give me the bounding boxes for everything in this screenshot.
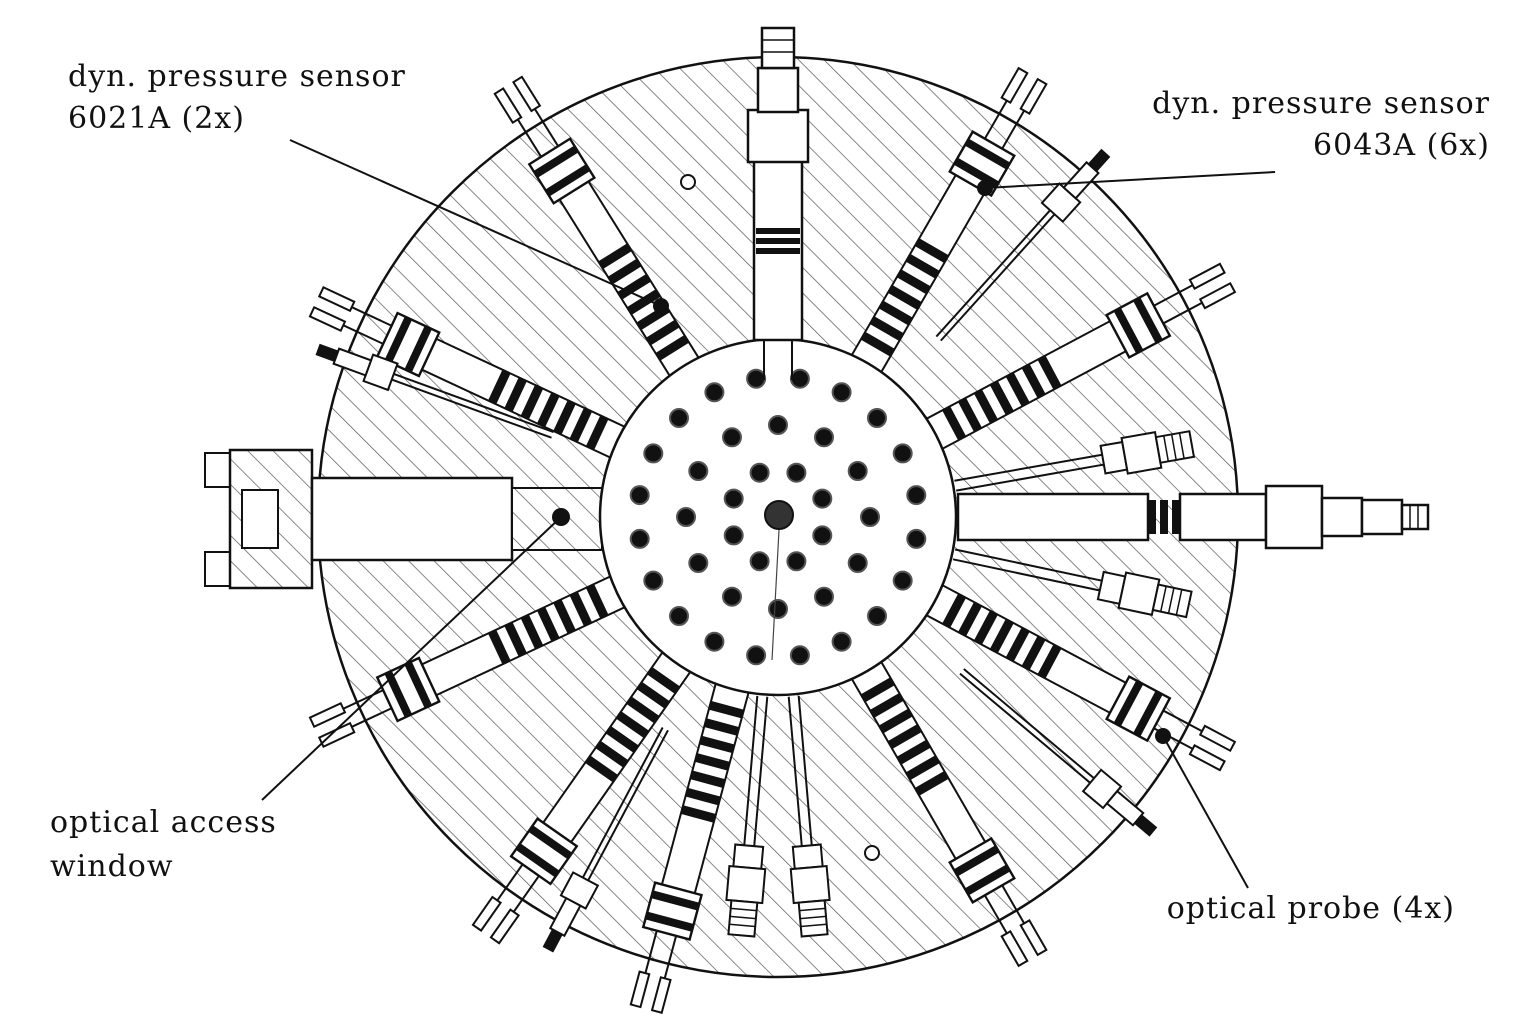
- injector-hole: [704, 382, 725, 403]
- injector-hole: [768, 415, 788, 435]
- label-window-line1: optical access: [50, 805, 277, 840]
- injector-hole: [892, 570, 913, 591]
- injector-hole: [906, 528, 927, 549]
- injector-face: [598, 337, 958, 697]
- injector-hole: [831, 382, 852, 403]
- center-injector: [764, 500, 794, 530]
- injector-hole: [746, 645, 767, 666]
- injector-hole: [688, 461, 709, 481]
- injector-hole: [812, 488, 833, 509]
- label-6021a-line1: dyn. pressure sensor: [68, 59, 406, 94]
- injector-holes: [629, 368, 927, 666]
- injector-hole: [892, 443, 913, 464]
- label-optical-probe: optical probe (4x): [1167, 891, 1455, 926]
- injector-hole: [669, 606, 689, 626]
- marker-dot-probe: [1155, 728, 1171, 744]
- label-optical-window: optical access window: [50, 805, 277, 884]
- injector-hole: [814, 586, 834, 607]
- injector-hole: [768, 599, 788, 619]
- injector-hole: [676, 507, 696, 527]
- injector-hole: [749, 551, 770, 572]
- leader-line-6021a: [289, 139, 662, 307]
- injector-hole: [688, 553, 709, 573]
- injector-hole: [812, 525, 833, 546]
- mounting-hole: [680, 174, 696, 190]
- marker-dot-6021a: [653, 298, 669, 314]
- right-fitting: [956, 484, 1430, 550]
- injector-hole: [789, 368, 810, 389]
- injector-hole: [723, 525, 744, 546]
- leader-line-probe: [1162, 735, 1249, 889]
- injector-hole: [643, 443, 664, 464]
- injector-hole: [867, 606, 887, 626]
- injector-hole: [786, 551, 807, 572]
- label-probe-line1: optical probe (4x): [1167, 891, 1455, 926]
- injector-hole: [786, 462, 807, 483]
- label-sensor-6021a: dyn. pressure sensor 6021A (2x): [68, 59, 406, 136]
- leader-lines: [261, 139, 1276, 889]
- injector-hole: [749, 462, 770, 483]
- label-window-line2: window: [50, 849, 174, 884]
- injector-hole: [629, 528, 650, 549]
- injector-hole: [723, 488, 744, 509]
- injector-hole: [860, 507, 880, 527]
- mounting-hole: [864, 845, 880, 861]
- label-6021a-line2: 6021A (2x): [68, 101, 245, 136]
- injector-hole: [906, 485, 927, 506]
- injector-hole: [847, 553, 868, 573]
- injector-hole: [814, 427, 834, 448]
- injector-hole: [867, 408, 887, 428]
- injector-hole: [789, 645, 810, 666]
- top-fitting: [746, 26, 810, 380]
- marker-dot-6043a: [977, 180, 993, 196]
- injector-hole: [722, 427, 742, 448]
- optical-access-window: [204, 448, 603, 590]
- injector-hole: [669, 408, 689, 428]
- injector-hole: [704, 631, 725, 652]
- injector-hole: [831, 631, 852, 652]
- label-6043a-line2: 6043A (6x): [1313, 128, 1490, 163]
- injector-hole: [722, 586, 742, 607]
- label-sensor-6043a: dyn. pressure sensor 6043A (6x): [1152, 86, 1490, 163]
- injector-hole: [629, 485, 650, 506]
- injector-hole: [643, 570, 664, 591]
- injector-hole: [847, 461, 868, 481]
- label-6043a-line1: dyn. pressure sensor: [1152, 86, 1490, 121]
- injector-hole: [746, 368, 767, 389]
- leader-line-window: [261, 516, 562, 801]
- leader-line-6043a: [984, 171, 1276, 189]
